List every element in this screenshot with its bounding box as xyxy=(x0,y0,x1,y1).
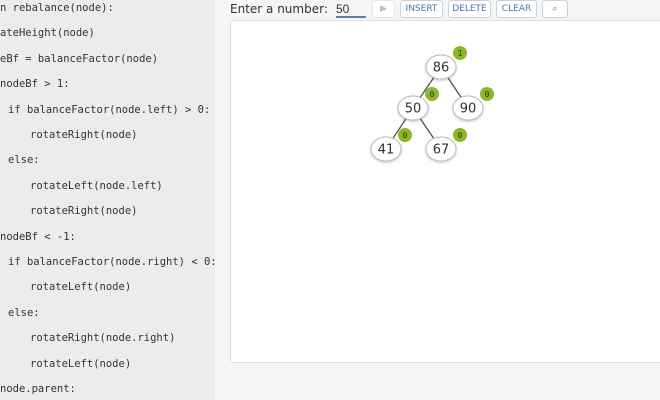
node-value: 50 xyxy=(405,102,422,117)
search-button[interactable]: ⌕ xyxy=(542,0,568,18)
play-button[interactable]: ▶ xyxy=(372,0,395,18)
number-input[interactable] xyxy=(336,1,366,18)
balance-factor: 0 xyxy=(485,90,490,99)
code-line: nodeBf > 1: xyxy=(0,78,70,91)
node-value: 67 xyxy=(433,143,450,158)
balance-factor: 1 xyxy=(458,49,463,58)
code-line: rotateRight(node.right) xyxy=(30,332,176,345)
code-line: eBf = balanceFactor(node) xyxy=(0,52,159,65)
code-line: else: xyxy=(8,154,40,167)
balance-badge xyxy=(425,87,439,101)
balance-badge xyxy=(398,128,412,142)
code-line: rotateLeft(node.left) xyxy=(30,179,163,192)
node-value: 86 xyxy=(433,61,450,76)
node-value: 41 xyxy=(378,143,395,158)
tree-node[interactable]: 67 xyxy=(425,136,457,162)
tree-node[interactable]: 50 xyxy=(397,95,429,121)
code-line: rotateLeft(node) xyxy=(30,281,132,294)
number-label: Enter a number: xyxy=(230,2,328,16)
clear-button[interactable]: CLEAR xyxy=(496,0,537,18)
code-line: else: xyxy=(8,306,40,319)
code-line: rotateRight(node) xyxy=(30,129,138,141)
code-line: if balanceFactor(node.right) < 0: xyxy=(8,256,215,268)
balance-badge xyxy=(480,87,494,101)
code-line: ateHeight(node) xyxy=(0,27,95,40)
balance-factor: 0 xyxy=(403,131,408,140)
balance-factor: 0 xyxy=(458,131,463,140)
node-circle xyxy=(425,54,457,80)
play-icon: ▶ xyxy=(380,4,387,14)
node-circle xyxy=(370,136,402,162)
delete-button[interactable]: DELETE xyxy=(448,0,491,18)
node-value: 90 xyxy=(460,102,477,117)
tree-node[interactable]: 86 xyxy=(425,54,457,80)
tree-node[interactable]: 41 xyxy=(370,136,402,162)
node-circle xyxy=(452,95,484,121)
code-line: node.parent: xyxy=(0,383,76,395)
code-line: rotateRight(node) xyxy=(30,205,138,218)
balance-factor: 0 xyxy=(430,90,435,99)
balance-badge xyxy=(453,128,467,142)
node-circle xyxy=(425,136,457,162)
code-line: nodeBf < -1: xyxy=(0,230,76,243)
code-line: rotateLeft(node) xyxy=(30,357,132,370)
search-icon: ⌕ xyxy=(552,4,558,14)
tree-node[interactable]: 90 xyxy=(452,95,484,121)
insert-button[interactable]: INSERT xyxy=(400,0,443,18)
balance-badge xyxy=(453,46,467,60)
code-panel: n rebalance(node): ateHeight(node) eBf = b… xyxy=(0,0,215,400)
code-line: n rebalance(node): xyxy=(0,2,114,14)
code-line: if balanceFactor(node.left) > 0: xyxy=(8,103,211,116)
node-circle xyxy=(397,95,429,121)
